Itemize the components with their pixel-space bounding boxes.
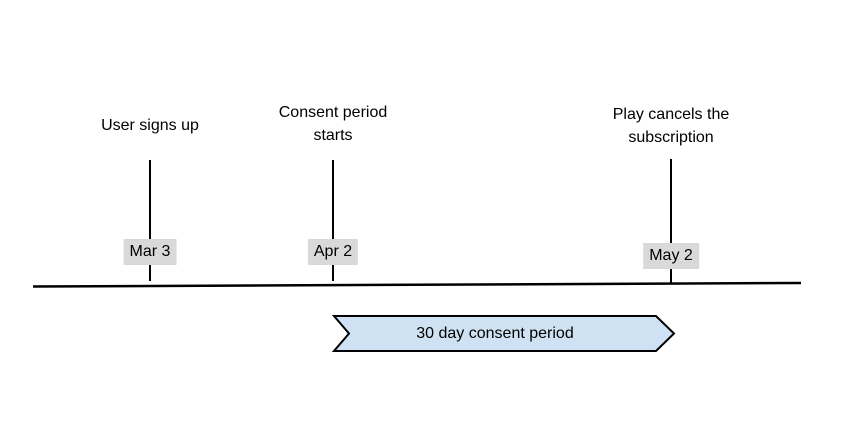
event-label-user-signs-up: User signs up	[101, 117, 199, 134]
date-badge-may-2: May 2	[643, 243, 699, 269]
date-badge-mar-3: Mar 3	[123, 239, 177, 265]
consent-period-arrow-label: 30 day consent period	[416, 325, 574, 342]
date-badge-apr-2: Apr 2	[307, 239, 359, 265]
event-label-consent-period-starts: Consent period starts	[278, 104, 388, 144]
event-label-play-cancels-subscription: Play cancels the subscription	[612, 106, 730, 146]
timeline-baseline	[32, 281, 802, 288]
consent-period-arrow	[331, 315, 676, 352]
